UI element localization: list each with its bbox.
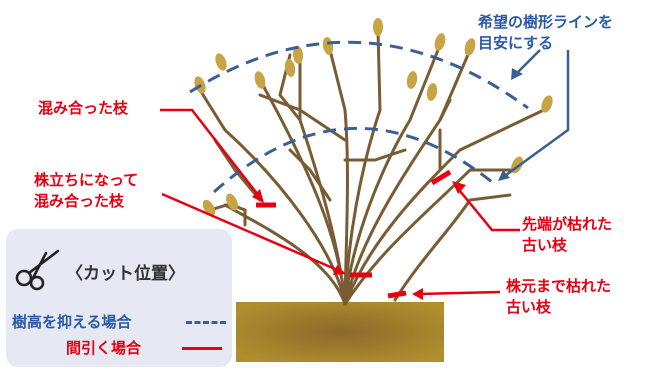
label-target-line-2: 目安にする (478, 34, 554, 52)
blue-leaders (505, 49, 570, 177)
cut-position-legend: 〈カット位置〉 樹高を抑える場合 間引く場合 (6, 229, 232, 367)
red-leaders (160, 108, 520, 296)
outer-guide-line (189, 40, 529, 110)
label-stump-crowded: 株立ちになって 混み合った枝 (34, 170, 138, 212)
red-arrowheads (252, 181, 466, 300)
label-crowded-branch: 混み合った枝 (38, 99, 129, 117)
blue-arrowheads (498, 68, 523, 181)
planter-base (236, 302, 444, 362)
label-stump-withered-2: 古い枝 (506, 298, 552, 316)
label-stump-crowded-1: 株立ちになって (34, 171, 139, 189)
label-target-line-1: 希望の樹形ラインを (478, 13, 614, 31)
inner-guide-line (212, 126, 493, 194)
legend-height-control: 樹高を抑える場合 (12, 313, 132, 331)
label-tip-withered-2: 古い枝 (522, 236, 568, 254)
label-tip-withered: 先端が枯れた 古い枝 (522, 214, 612, 256)
label-stump-withered-1: 株元まで枯れた (506, 277, 612, 295)
label-stump-crowded-2: 混み合った枝 (34, 192, 125, 210)
legend-title: 〈カット位置〉 (66, 264, 185, 284)
legend-thinning: 間引く場合 (66, 339, 142, 357)
branch-buds (194, 18, 553, 217)
shrub-branches (198, 28, 550, 306)
label-stump-withered: 株元まで枯れた 古い枝 (506, 276, 611, 318)
scissors-icon (15, 249, 60, 291)
label-tip-withered-1: 先端が枯れた (522, 215, 613, 233)
label-target-line: 希望の樹形ラインを 目安にする (478, 12, 613, 54)
cut-mark-stump-withered (387, 290, 407, 299)
legend-solid-swatch (182, 347, 222, 350)
legend-dashed-swatch (186, 321, 226, 324)
cut-marks (256, 169, 452, 299)
cut-mark-tip-withered (430, 169, 452, 186)
